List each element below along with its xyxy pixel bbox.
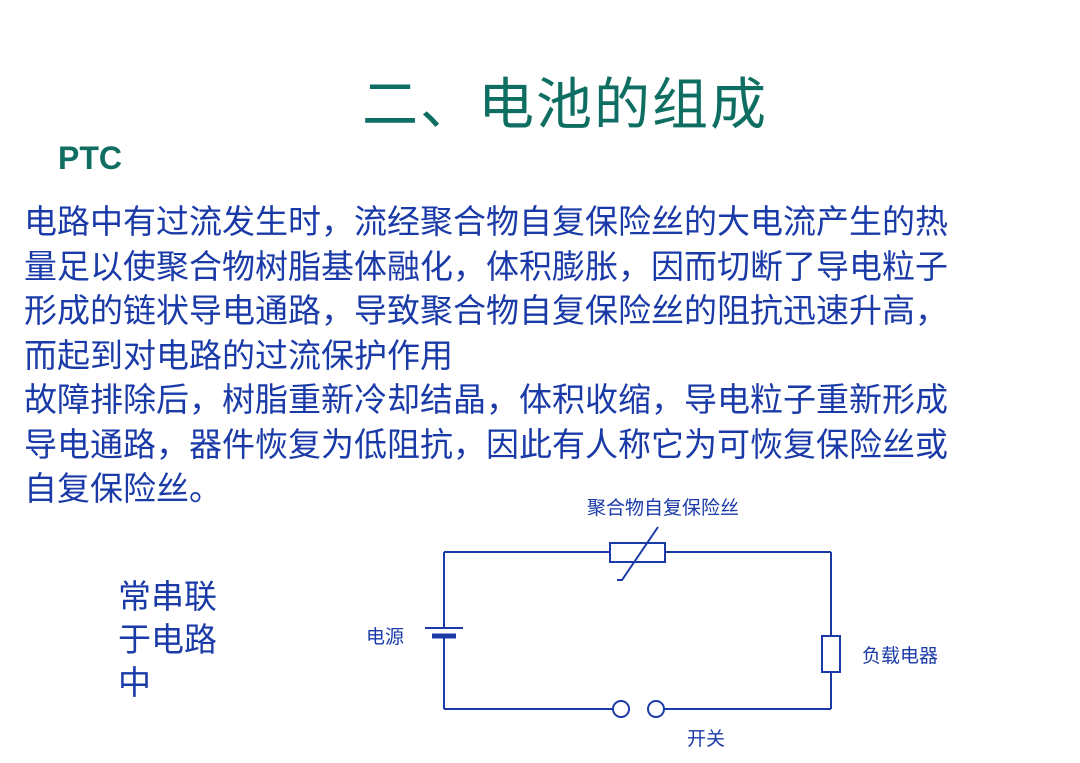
side-note: 常串联于电路中 bbox=[118, 577, 217, 702]
switch-symbol bbox=[612, 700, 665, 718]
slide-title: 二、电池的组成 bbox=[362, 73, 768, 138]
section-subtitle: PTC bbox=[58, 140, 122, 176]
fuse-label: 聚合物自复保险丝 bbox=[587, 497, 739, 519]
paragraph-overcurrent: 电路中有过流发生时，流经聚合物自复保险丝的大电流产生的热量足以使聚合物树脂基体融… bbox=[24, 202, 948, 375]
body-text: 电路中有过流发生时，流经聚合物自复保险丝的大电流产生的热量足以使聚合物树脂基体融… bbox=[24, 200, 949, 512]
load-label: 负载电器 bbox=[862, 645, 938, 667]
battery-symbol bbox=[425, 627, 463, 639]
ptc-fuse-symbol bbox=[609, 526, 666, 581]
load-resistor-symbol bbox=[821, 635, 841, 673]
paragraph-recovery: 故障排除后，树脂重新冷却结晶，体积收缩，导电粒子重新形成导电通路，器件恢复为低阻… bbox=[24, 380, 948, 508]
power-source-label: 电源 bbox=[366, 626, 404, 648]
switch-label: 开关 bbox=[687, 728, 725, 750]
circuit-wires bbox=[443, 551, 832, 710]
